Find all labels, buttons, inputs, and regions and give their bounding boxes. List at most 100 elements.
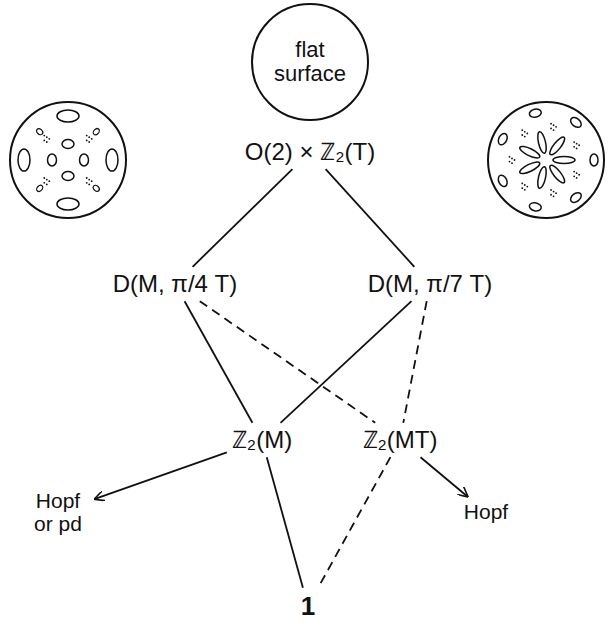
pattern-outline xyxy=(488,102,604,218)
pattern-dot xyxy=(553,124,555,126)
pattern-dot xyxy=(576,143,578,145)
node-text: flat surface xyxy=(265,38,355,86)
group-label: ℤ₂(MT) xyxy=(363,427,438,453)
pattern-cell xyxy=(48,154,57,166)
pattern-dot xyxy=(524,184,526,186)
group-label: D(M, π/7 T) xyxy=(368,271,493,297)
pattern-cell xyxy=(57,110,79,122)
pattern-dot xyxy=(46,141,48,143)
pattern-cell xyxy=(548,135,567,157)
pattern-cell xyxy=(92,127,100,135)
pattern-dot xyxy=(526,186,528,188)
pattern-dot xyxy=(43,182,45,184)
pattern-dot xyxy=(550,189,552,191)
pattern-dot xyxy=(46,184,48,186)
pattern-dot xyxy=(576,172,578,174)
node-text: Hopf or pd xyxy=(26,489,90,535)
pattern-dot xyxy=(86,182,88,184)
pattern-dot xyxy=(48,180,50,182)
subgroup-line xyxy=(267,457,303,588)
pattern-dot xyxy=(509,161,511,163)
subgroup-line xyxy=(318,457,390,588)
pattern-dot xyxy=(573,171,575,173)
pattern-cell xyxy=(62,172,74,181)
pattern-dot xyxy=(514,159,516,161)
group-label: Hopf or pd xyxy=(26,489,90,535)
pattern-dot xyxy=(524,136,526,138)
pattern-dot xyxy=(524,189,526,191)
pattern-cell xyxy=(553,157,575,164)
group-label: 1 xyxy=(301,592,315,621)
pattern-dot xyxy=(578,144,580,146)
pattern-dot xyxy=(573,141,575,143)
pattern-cell xyxy=(106,149,118,171)
pattern-dot xyxy=(553,129,555,131)
group-label: Hopf xyxy=(464,500,508,523)
heptagonal-pattern xyxy=(488,102,604,218)
pattern-cell xyxy=(548,163,567,185)
pattern-cell xyxy=(569,191,583,205)
node-text: D(M, π/4 T) xyxy=(113,271,238,297)
bifurcation-arrow xyxy=(95,452,227,499)
pattern-dot xyxy=(46,179,48,181)
pattern-cell xyxy=(518,160,541,176)
pattern-dot xyxy=(553,195,555,197)
node-text: ℤ₂(M) xyxy=(232,427,292,453)
pattern-dot xyxy=(46,136,48,138)
subgroup-line xyxy=(193,169,293,267)
pattern-cell xyxy=(497,174,509,188)
pattern-dot xyxy=(43,135,45,137)
pattern-dot xyxy=(524,131,526,133)
pattern-dot xyxy=(550,194,552,196)
pattern-dot xyxy=(511,162,513,164)
bifurcation-arrow xyxy=(421,457,468,496)
pattern-dot xyxy=(88,136,90,138)
pattern-dot xyxy=(578,174,580,176)
group-label: O(2) × ℤ₂(T) xyxy=(245,139,375,165)
subgroup-line xyxy=(281,301,412,423)
pattern-cell xyxy=(18,149,30,171)
pattern-dot xyxy=(88,184,90,186)
pattern-dot xyxy=(526,133,528,135)
pattern-cell xyxy=(497,132,509,146)
node-text: D(M, π/7 T) xyxy=(368,271,493,297)
pattern-dot xyxy=(91,180,93,182)
pattern-dot xyxy=(550,123,552,125)
pattern-cell xyxy=(518,144,541,160)
pattern-dot xyxy=(43,139,45,141)
pattern-cell xyxy=(590,154,598,166)
pattern-dot xyxy=(573,146,575,148)
pattern-dot xyxy=(550,128,552,130)
node-text: ℤ₂(MT) xyxy=(363,427,438,453)
surface-circle: flat surface xyxy=(251,3,369,121)
pattern-dot xyxy=(511,158,513,160)
pattern-dot xyxy=(521,182,523,184)
pattern-dot xyxy=(91,138,93,140)
pattern-cell xyxy=(529,202,542,212)
node-text: 1 xyxy=(301,592,315,621)
pattern-dot xyxy=(573,175,575,177)
subgroup-line xyxy=(326,169,415,267)
pattern-dot xyxy=(86,139,88,141)
subgroup-line xyxy=(200,301,375,423)
pattern-cell xyxy=(92,184,100,192)
pattern-dot xyxy=(555,126,557,128)
pattern-dot xyxy=(521,187,523,189)
pattern-cell xyxy=(536,131,548,154)
pattern-dot xyxy=(88,179,90,181)
pattern-cell xyxy=(569,116,583,130)
pattern-cell xyxy=(80,154,89,166)
square-pattern xyxy=(10,102,126,218)
node-text: O(2) × ℤ₂(T) xyxy=(245,139,375,165)
pattern-dot xyxy=(48,138,50,140)
pattern-cell xyxy=(529,108,542,118)
pattern-dot xyxy=(509,156,511,158)
pattern-outline xyxy=(10,102,126,218)
subgroup-line xyxy=(185,301,253,423)
node-text: Hopf xyxy=(464,500,508,523)
group-label: D(M, π/4 T) xyxy=(113,271,238,297)
pattern-dot xyxy=(43,177,45,179)
